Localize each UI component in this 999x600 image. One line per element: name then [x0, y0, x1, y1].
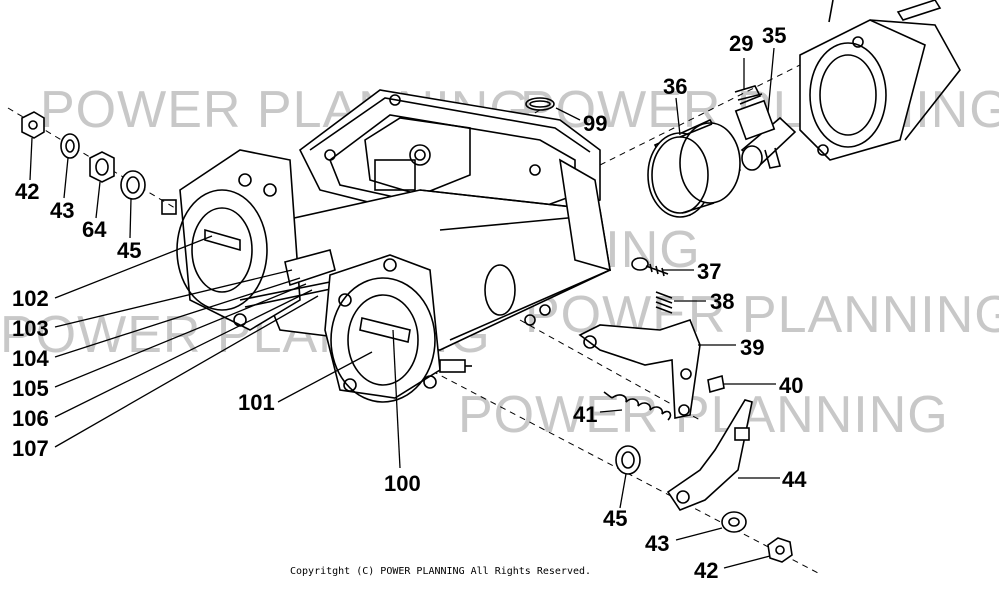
collar-45-right: [615, 445, 641, 475]
axis-line: [519, 319, 701, 421]
collar-45-left: [120, 170, 146, 200]
callout-44: 44: [782, 467, 807, 492]
callout-103: 103: [12, 316, 49, 341]
washer-43-right: [721, 511, 747, 533]
callout-101: 101: [238, 390, 275, 415]
callout-42-left: 42: [15, 179, 40, 204]
callout-100: 100: [384, 471, 421, 496]
callout-36: 36: [663, 74, 688, 99]
axis-line: [431, 370, 821, 575]
intake-flange: [799, 0, 961, 161]
o-ring-99: [525, 97, 555, 111]
callout-43-right: 43: [645, 531, 670, 556]
return-spring-41: [603, 391, 672, 421]
hex-nut-42-right: [767, 537, 793, 563]
carburetor-body: [161, 89, 611, 403]
callout-107: 107: [12, 436, 49, 461]
callout-42-right: 42: [694, 558, 719, 583]
callout-35: 35: [762, 23, 787, 48]
callout-37: 37: [697, 259, 722, 284]
callout-105: 105: [12, 376, 49, 401]
lever-44: [666, 399, 753, 511]
callout-64: 64: [82, 217, 107, 242]
spring-38: [655, 291, 673, 314]
callout-45-right: 45: [603, 506, 628, 531]
dust-cover-36: [647, 118, 742, 218]
callout-106: 106: [12, 406, 49, 431]
callout-40: 40: [779, 373, 804, 398]
callout-41: 41: [573, 402, 598, 427]
callout-38: 38: [710, 289, 735, 314]
callout-39: 39: [740, 335, 765, 360]
inlet-pipe-35: [734, 99, 797, 171]
screw-40: [707, 374, 725, 394]
nut-64: [89, 151, 115, 183]
hex-nut-42-left: [21, 111, 45, 139]
throttle-lever-39: [578, 319, 701, 419]
copyright-notice: Copyritght (C) POWER PLANNING All Rights…: [290, 566, 592, 577]
axis-line: [599, 54, 821, 166]
washer-43-left: [60, 133, 80, 159]
callout-45-left: 45: [117, 238, 142, 263]
callout-102: 102: [12, 286, 49, 311]
screw-37: [631, 257, 669, 277]
spring-clip-29: [734, 85, 763, 105]
callout-29: 29: [729, 31, 754, 56]
callout-43-left: 43: [50, 198, 75, 223]
callout-104: 104: [12, 346, 49, 371]
callout-99: 99: [583, 111, 608, 136]
leader-lines: [29, 47, 780, 569]
